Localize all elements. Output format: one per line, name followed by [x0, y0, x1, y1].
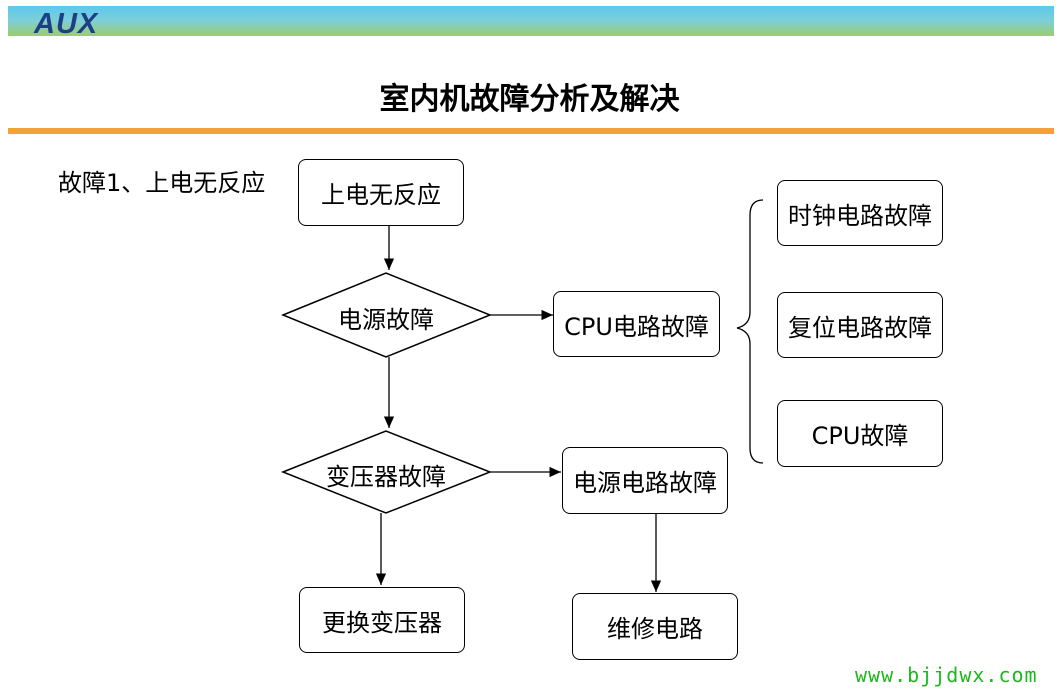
- sub-causes-brace: [736, 199, 764, 464]
- cpu-circuit-box: CPU电路故障: [553, 291, 720, 357]
- fault-caption: 故障1、上电无反应: [58, 169, 266, 197]
- title-divider: [8, 128, 1054, 134]
- decision-power-label: 电源故障: [338, 306, 434, 334]
- page-title: 室内机故障分析及解决: [379, 82, 680, 117]
- aux-logo: AUX: [34, 8, 99, 40]
- clock-circuit-box: 时钟电路故障: [777, 180, 943, 246]
- header-band: [8, 6, 1054, 36]
- reset-circuit-box: 复位电路故障: [777, 292, 943, 358]
- start-box: 上电无反应: [298, 159, 464, 226]
- power-circuit-box: 电源电路故障: [562, 447, 728, 514]
- replace-transformer-box: 更换变压器: [299, 587, 465, 653]
- decision-transformer-label: 变压器故障: [326, 463, 446, 491]
- cpu-fault-box: CPU故障: [777, 400, 943, 467]
- footer-url: www.bjjdwx.com: [855, 663, 1038, 687]
- repair-circuit-box: 维修电路: [572, 593, 738, 660]
